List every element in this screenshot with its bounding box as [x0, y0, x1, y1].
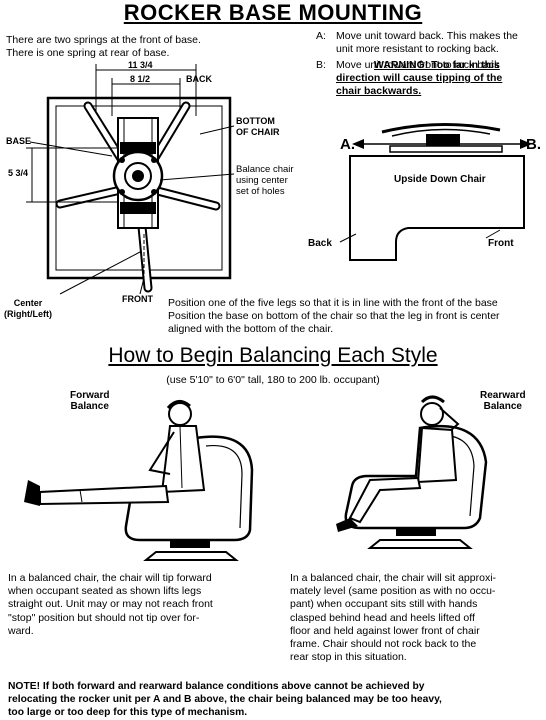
position-instructions: Position one of the five legs so that it…	[168, 297, 500, 335]
warning-line-2: direction will cause tipping of the	[336, 72, 503, 84]
bottom-of-chair-label: BOTTOM OF CHAIR	[236, 116, 280, 137]
instruction-a: A: Move unit toward back. This makes the…	[316, 30, 518, 55]
forward-balance-label: Forward Balance	[70, 390, 110, 412]
forward-balance-text: In a balanced chair, the chair will tip …	[8, 572, 213, 637]
forward-balance-illustration	[24, 400, 254, 561]
center-label: Center (Right/Left)	[4, 298, 52, 319]
rearward-balance-illustration	[336, 395, 488, 549]
balancing-heading: How to Begin Balancing Each Style	[108, 344, 438, 367]
springs-note: There are two springs at the front of ba…	[6, 34, 201, 59]
warning-line-1: WARNING! Too far in this	[374, 59, 500, 71]
instruction-b: B: Move unit toward front to rock back W…	[316, 59, 544, 98]
side-front-label: Front	[488, 238, 514, 249]
page-title: ROCKER BASE MOUNTING	[123, 0, 423, 25]
front-label: FRONT	[122, 294, 153, 304]
balancing-subheading: (use 5'10" to 6'0" tall, 180 to 200 lb. …	[166, 374, 380, 386]
warning-line-3: chair backwards.	[336, 85, 422, 97]
rearward-balance-text: In a balanced chair, the chair will sit …	[290, 572, 497, 664]
back-label: BACK	[186, 74, 212, 84]
rearward-balance-label: Rearward Balance	[480, 390, 526, 412]
side-back-label: Back	[308, 238, 332, 249]
base-label: BASE	[6, 136, 32, 146]
instructions: A: Move unit toward back. This makes the…	[316, 30, 544, 98]
upside-down-label: Upside Down Chair	[394, 174, 486, 185]
dim-side-label: 5 3/4	[8, 168, 29, 178]
note-text: NOTE! If both forward and rearward balan…	[8, 681, 442, 719]
upside-down-chair-diagram	[339, 122, 532, 261]
dim-inner-label: 8 1/2	[130, 74, 151, 84]
base-diagram	[26, 64, 235, 295]
balance-note: Balance chair using center set of holes	[236, 164, 294, 197]
dim-outer-label: 11 3/4	[128, 60, 153, 70]
arrow-a-label: A.	[340, 136, 355, 153]
arrow-b-label: B.	[526, 136, 541, 153]
